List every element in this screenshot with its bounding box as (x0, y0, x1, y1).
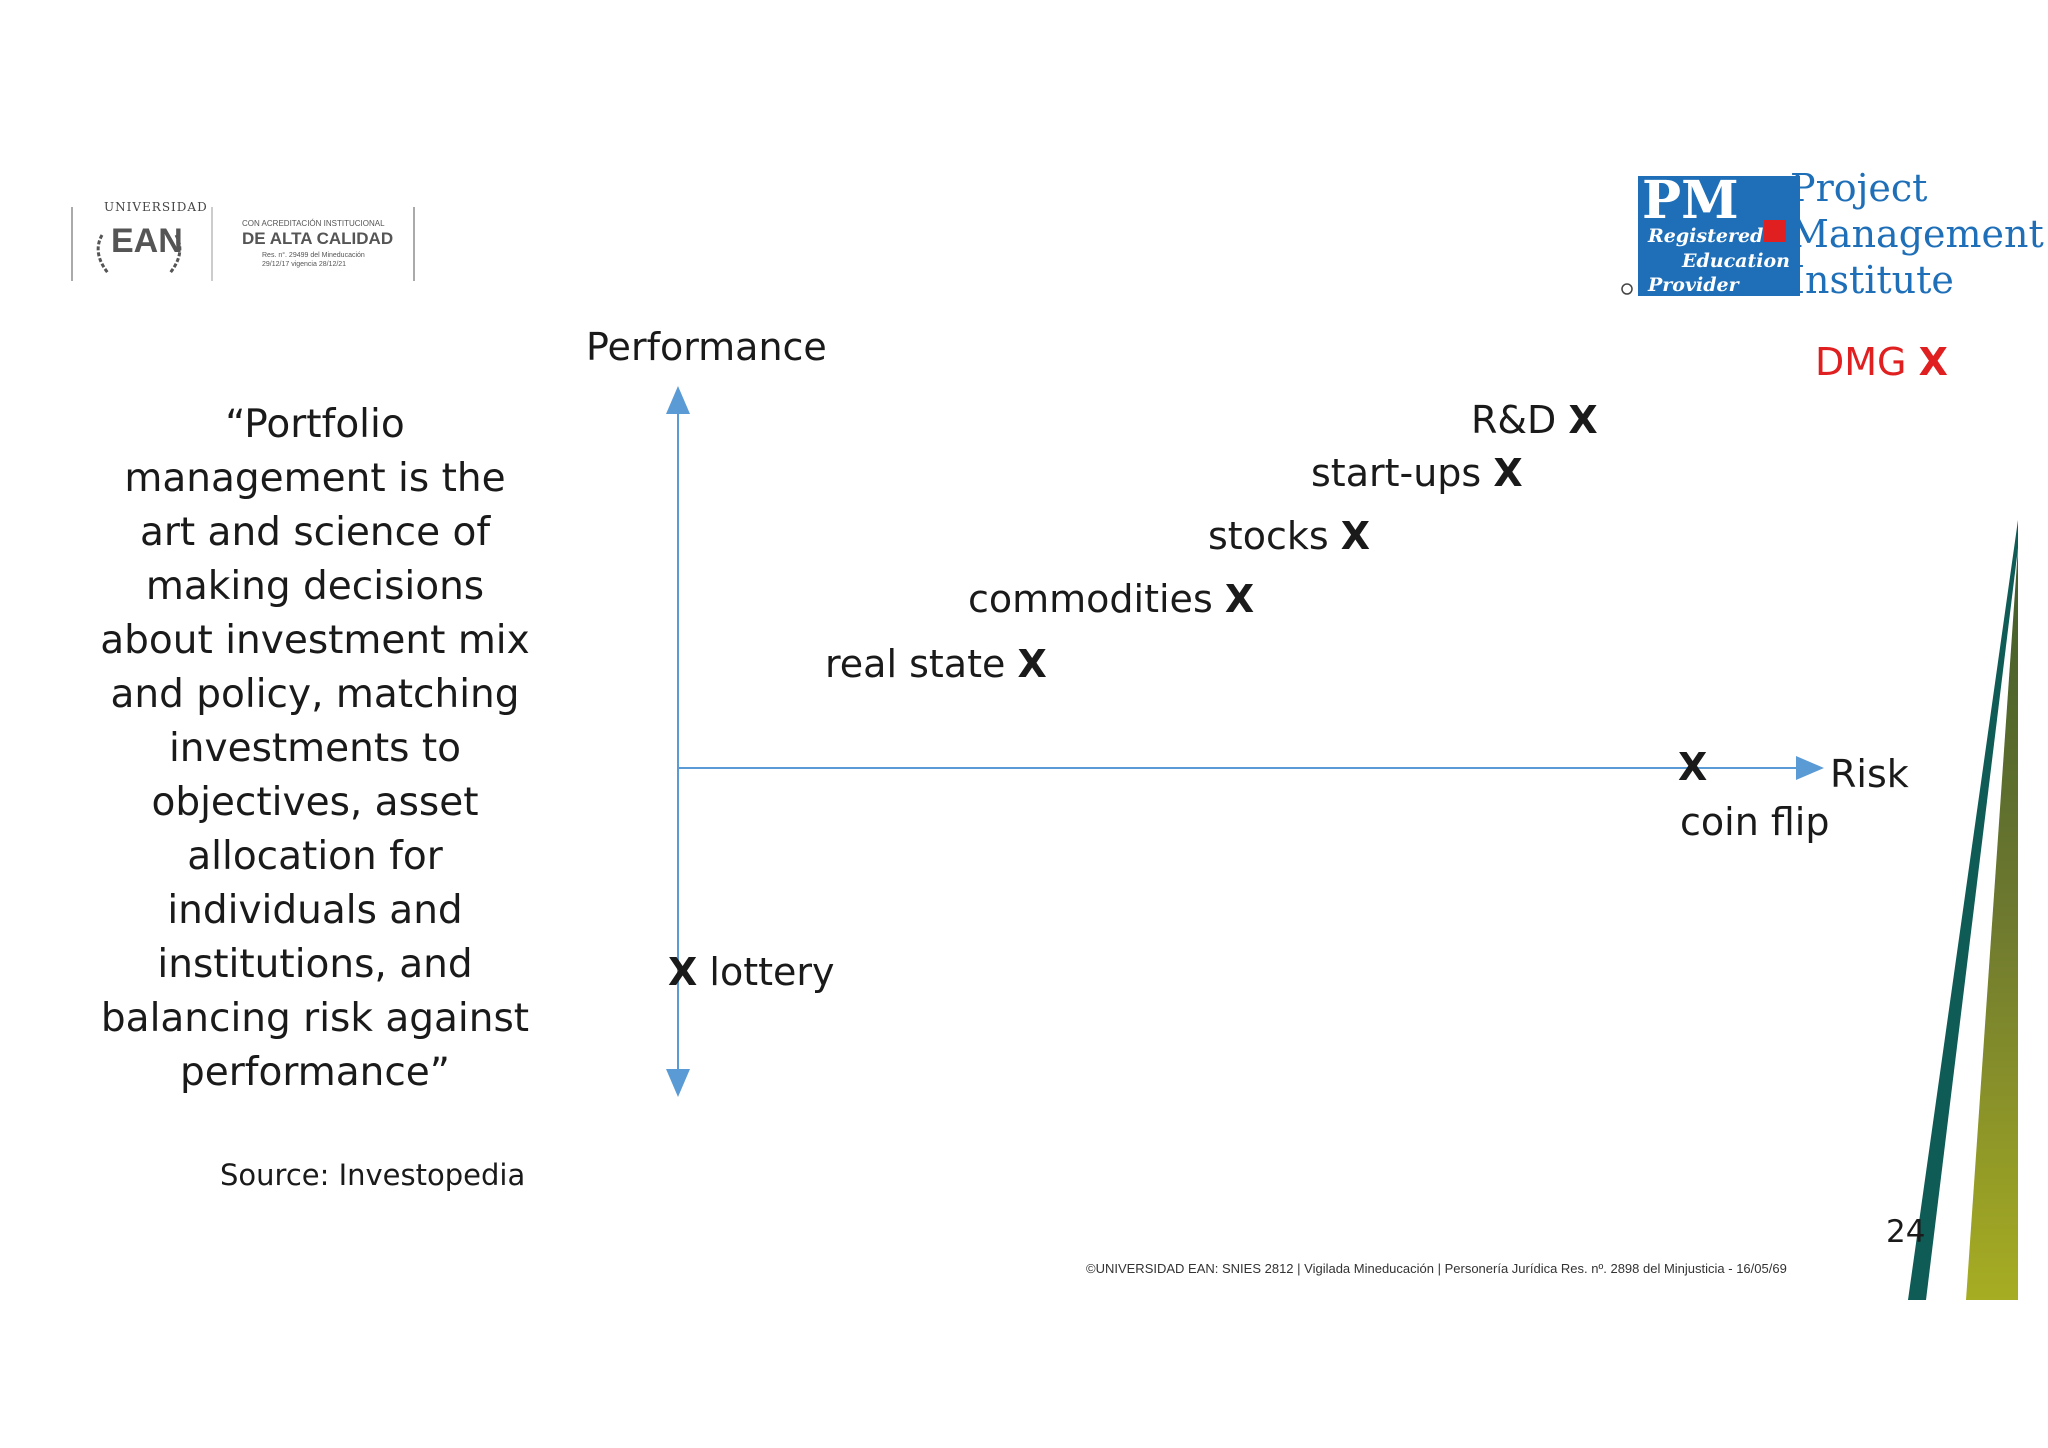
ean-accreditation-line2: DE ALTA CALIDAD (242, 229, 394, 248)
pmi-management: Management (1790, 212, 2044, 256)
quote-line: individuals and (167, 888, 463, 933)
ean-logo (70, 205, 416, 283)
footer-copyright: ©UNIVERSIDAD EAN: SNIES 2812 | Vigilada … (1086, 1261, 1787, 1276)
quote-line: investments to (168, 726, 462, 771)
quote-line: and policy, matching (110, 672, 520, 717)
quote-line: art and science of (139, 510, 491, 555)
portfolio-quote: “Portfolio management is the art and scien… (95, 398, 535, 1100)
quote-line: management is the (124, 456, 506, 501)
ean-accreditation-line4: 29/12/17 vigencia 28/12/21 (262, 261, 347, 268)
quote-line: objectives, asset (151, 780, 479, 825)
quote-line: allocation for (187, 834, 443, 879)
pmi-logo: PM (1618, 168, 2018, 302)
svg-text:PM: PM (1642, 170, 1739, 231)
ean-wordmark: EAN (111, 222, 183, 260)
quote-line: institutions, and (157, 942, 473, 987)
point-real-state: real state X (825, 642, 1047, 686)
pmi-institute: Institute (1790, 258, 1954, 302)
decorative-stripe (1908, 520, 2018, 1300)
point-coin-flip-label: coin flip (1680, 800, 1830, 844)
quote-source: Source: Investopedia (220, 1158, 526, 1192)
point-start-ups: start-ups X (1311, 451, 1523, 495)
x-axis-label: Risk (1830, 752, 1909, 796)
pmi-education: Education (1682, 250, 1790, 272)
ean-accreditation-line1: CON ACREDITACIÓN INSTITUCIONAL (242, 219, 385, 228)
quote-line: performance” (180, 1050, 450, 1095)
page-number: 24 (1886, 1214, 1926, 1250)
pmi-registered: Registered (1648, 225, 1764, 247)
ean-universidad-text: UNIVERSIDAD (104, 200, 208, 214)
y-axis-label: Performance (586, 325, 827, 369)
point-dmg: DMG X (1815, 340, 1948, 384)
quote-line: “Portfolio (225, 402, 405, 447)
quote-line: balancing risk against (100, 996, 530, 1041)
point-lottery: X lottery (668, 950, 835, 994)
ean-accreditation-line3: Res. n°. 29499 del Mineducación (262, 252, 365, 259)
quote-line: making decisions (145, 564, 485, 609)
point-commodities: commodities X (968, 577, 1255, 621)
point-stocks: stocks X (1208, 514, 1371, 558)
point-coin-flip-marker: X (1678, 745, 1708, 789)
point-rnd: R&D X (1471, 398, 1598, 442)
pmi-provider: Provider (1648, 274, 1739, 296)
pmi-project: Project (1790, 166, 1928, 210)
quote-line: about investment mix (100, 618, 530, 663)
